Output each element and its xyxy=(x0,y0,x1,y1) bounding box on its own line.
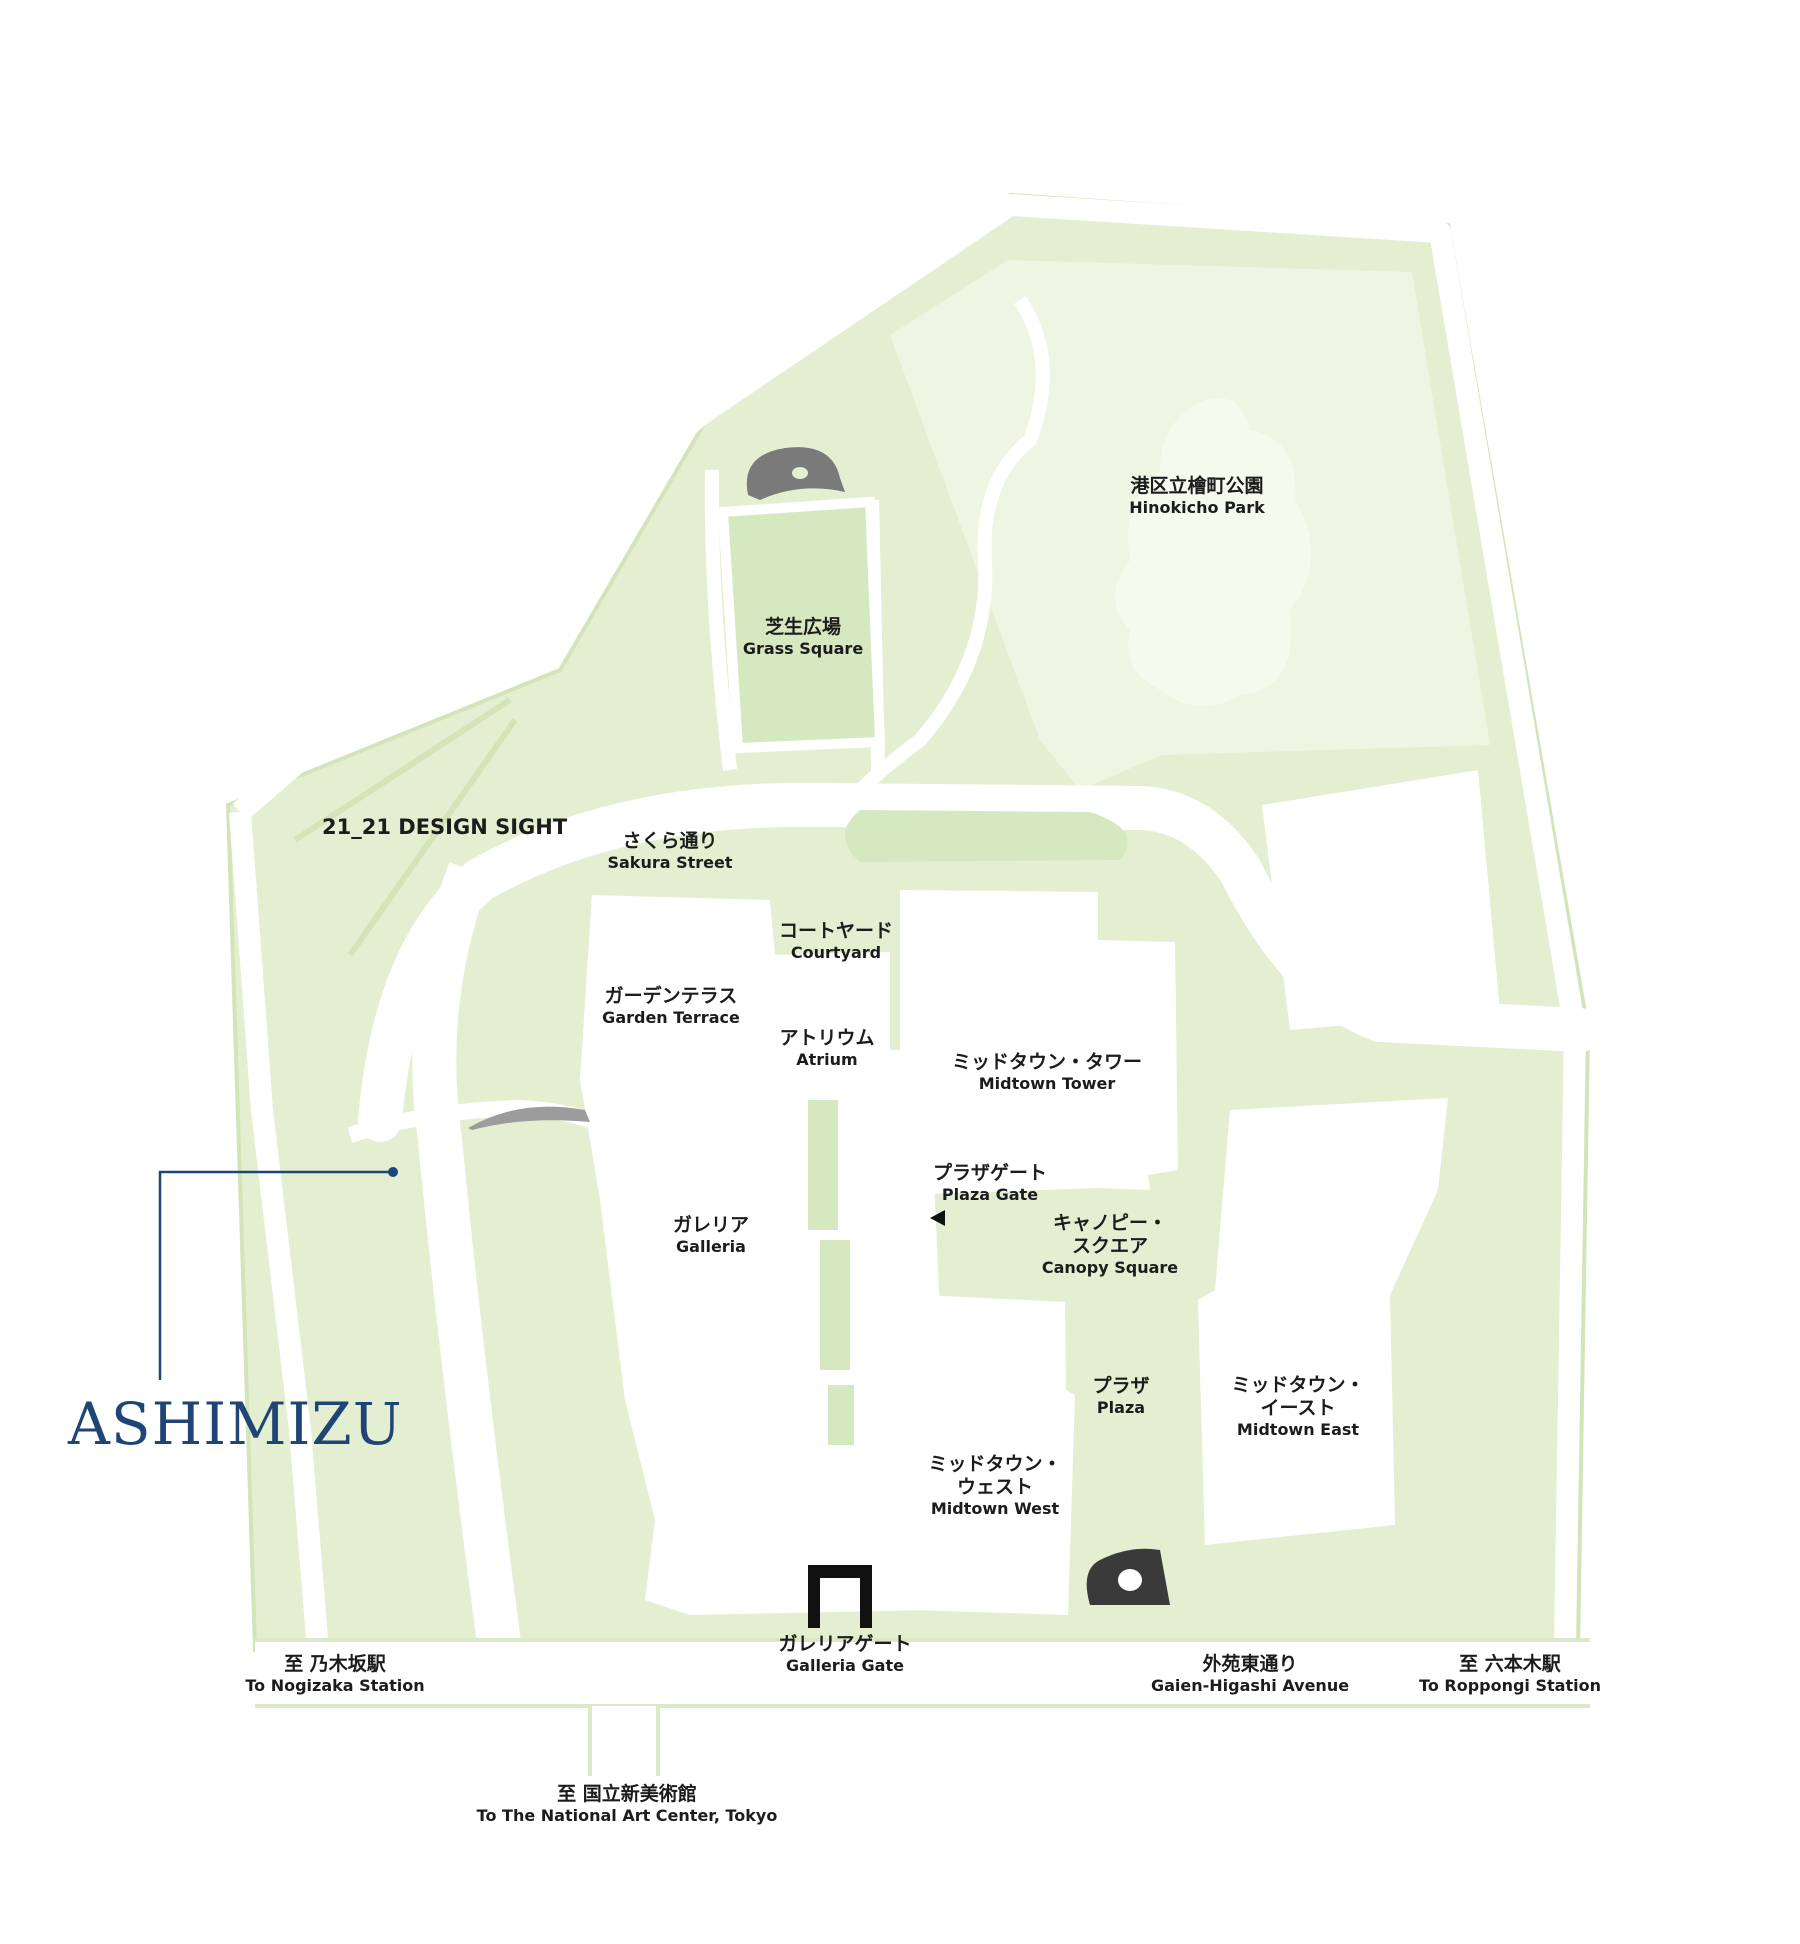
label-canopy-square: キャノピー・ スクエア Canopy Square xyxy=(1041,1212,1179,1277)
atrium-strip xyxy=(808,1100,838,1230)
label-gaien-higashi: 外苑東通り Gaien-Higashi Avenue xyxy=(1150,1653,1350,1695)
label-galleria: ガレリア Galleria xyxy=(672,1214,750,1256)
atrium-strip xyxy=(828,1385,854,1445)
label-midtown-east: ミッドタウン・ イースト Midtown East xyxy=(1231,1374,1365,1439)
inner-outline xyxy=(293,697,518,957)
grass-square-field xyxy=(717,496,886,754)
west-path xyxy=(229,811,329,1651)
label-plaza-gate: プラザゲート Plaza Gate xyxy=(932,1162,1048,1204)
label-midtown-tower: ミッドタウン・タワー Midtown Tower xyxy=(951,1051,1143,1093)
gaien-higashi-avenue xyxy=(255,1640,1590,1706)
east-north-building xyxy=(1262,770,1500,1030)
park-pond xyxy=(1115,398,1312,707)
marker-dot xyxy=(388,1167,398,1177)
label-midtown-west: ミッドタウン・ ウェスト Midtown West xyxy=(928,1453,1062,1518)
ashimizu-marker-label: ASHIMIZU xyxy=(68,1390,403,1458)
midtown-tower-building xyxy=(900,890,1178,1195)
plaza-gate-marker xyxy=(930,1210,945,1226)
label-to-nact: 至 国立新美術館 To The National Art Center, Tok… xyxy=(476,1783,778,1825)
label-to-nogizaka: 至 乃木坂駅 To Nogizaka Station xyxy=(245,1653,425,1695)
label-sakura-street: さくら通り Sakura Street xyxy=(607,830,733,872)
south-road xyxy=(590,1706,658,1776)
label-galleria-gate: ガレリアゲート Galleria Gate xyxy=(778,1633,912,1675)
midtown-west-building xyxy=(915,1295,1075,1615)
label-to-roppongi: 至 六本木駅 To Roppongi Station xyxy=(1419,1653,1601,1695)
label-garden-terrace: ガーデンテラス Garden Terrace xyxy=(602,985,740,1027)
atrium-strip xyxy=(820,1240,850,1370)
perimeter-path xyxy=(232,194,1586,1646)
tunnel-shape xyxy=(468,1106,590,1130)
label-atrium: アトリウム Atrium xyxy=(779,1027,875,1069)
marker-leader-line xyxy=(158,1170,390,1380)
label-courtyard: コートヤード Courtyard xyxy=(778,920,894,962)
label-grass-square: 芝生広場 Grass Square xyxy=(742,616,864,658)
galleria-gate-icon xyxy=(808,1565,872,1628)
label-hinokicho-park: 港区立檜町公園 Hinokicho Park xyxy=(1129,475,1265,517)
label-plaza: プラザ Plaza xyxy=(1092,1375,1150,1417)
oval-island xyxy=(845,810,1128,862)
midtown-east-building xyxy=(1198,1098,1448,1545)
label-design-sight: 21_21 DESIGN SIGHT xyxy=(322,815,568,839)
sakura-street-west xyxy=(412,862,522,1653)
